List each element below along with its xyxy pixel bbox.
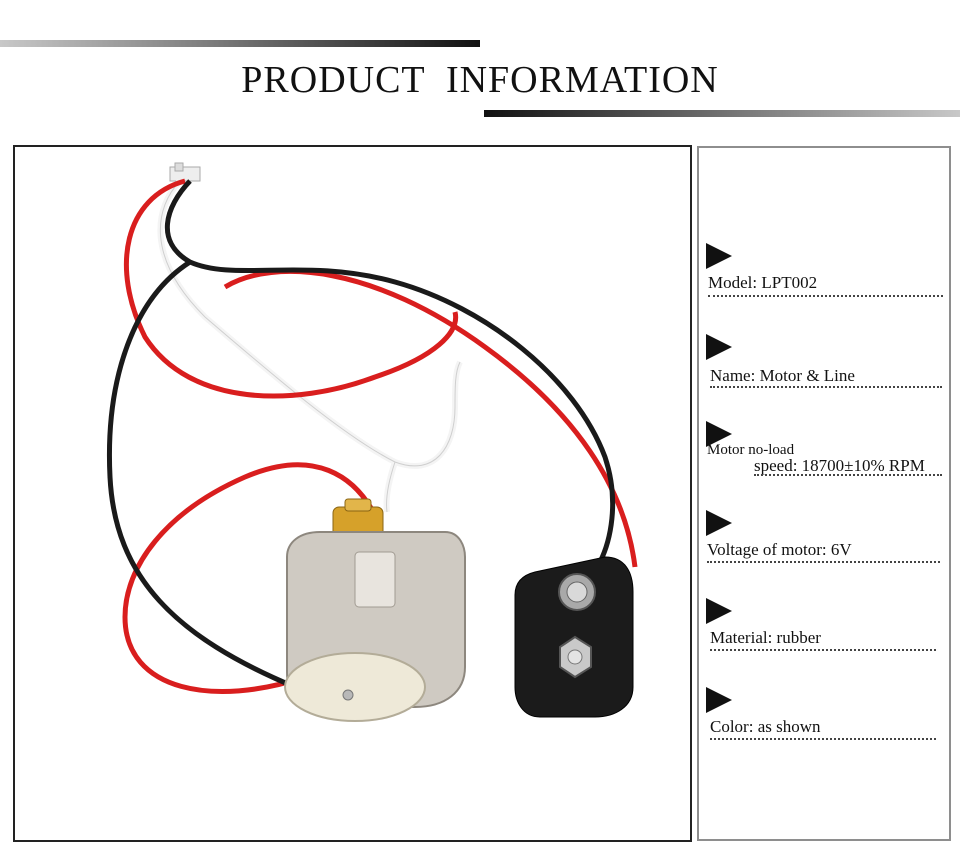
spec-color: Color: as shown (710, 717, 821, 736)
spec-speed-line1: Motor no-load (707, 442, 795, 458)
wire-connector-tip (169, 162, 201, 182)
dc-motor (284, 498, 466, 722)
header-bar-left (0, 40, 480, 47)
dotted-divider (708, 295, 943, 297)
spec-voltage: Voltage of motor: 6V (707, 540, 852, 559)
spec-name: Name: Motor & Line (710, 366, 855, 385)
white-wire (157, 178, 463, 513)
spec-model: Model: LPT002 (708, 273, 818, 292)
product-photo (106, 162, 638, 722)
triangle-bullet-icon (706, 243, 732, 269)
dotted-divider (754, 474, 942, 476)
spec-speed-line2: speed: 18700±10% RPM (754, 456, 925, 475)
black-wire (106, 179, 616, 690)
product-photo-frame (13, 145, 692, 842)
triangle-bullet-icon (706, 687, 732, 713)
header-bar-right (484, 110, 960, 117)
dotted-divider (710, 649, 936, 651)
triangle-bullet-icon (706, 510, 732, 536)
triangle-bullet-icon (706, 421, 732, 447)
dotted-divider (707, 561, 940, 563)
triangle-bullet-icon (706, 598, 732, 624)
spec-panel: Model: LPT002 Name: Motor & Line Motor n… (697, 146, 951, 841)
page-title: PRODUCT INFORMATION (241, 59, 719, 101)
battery-snap-connector (514, 556, 634, 718)
triangle-bullet-icon (706, 334, 732, 360)
dotted-divider (710, 386, 942, 388)
dotted-divider (710, 738, 936, 740)
spec-material: Material: rubber (710, 628, 821, 647)
